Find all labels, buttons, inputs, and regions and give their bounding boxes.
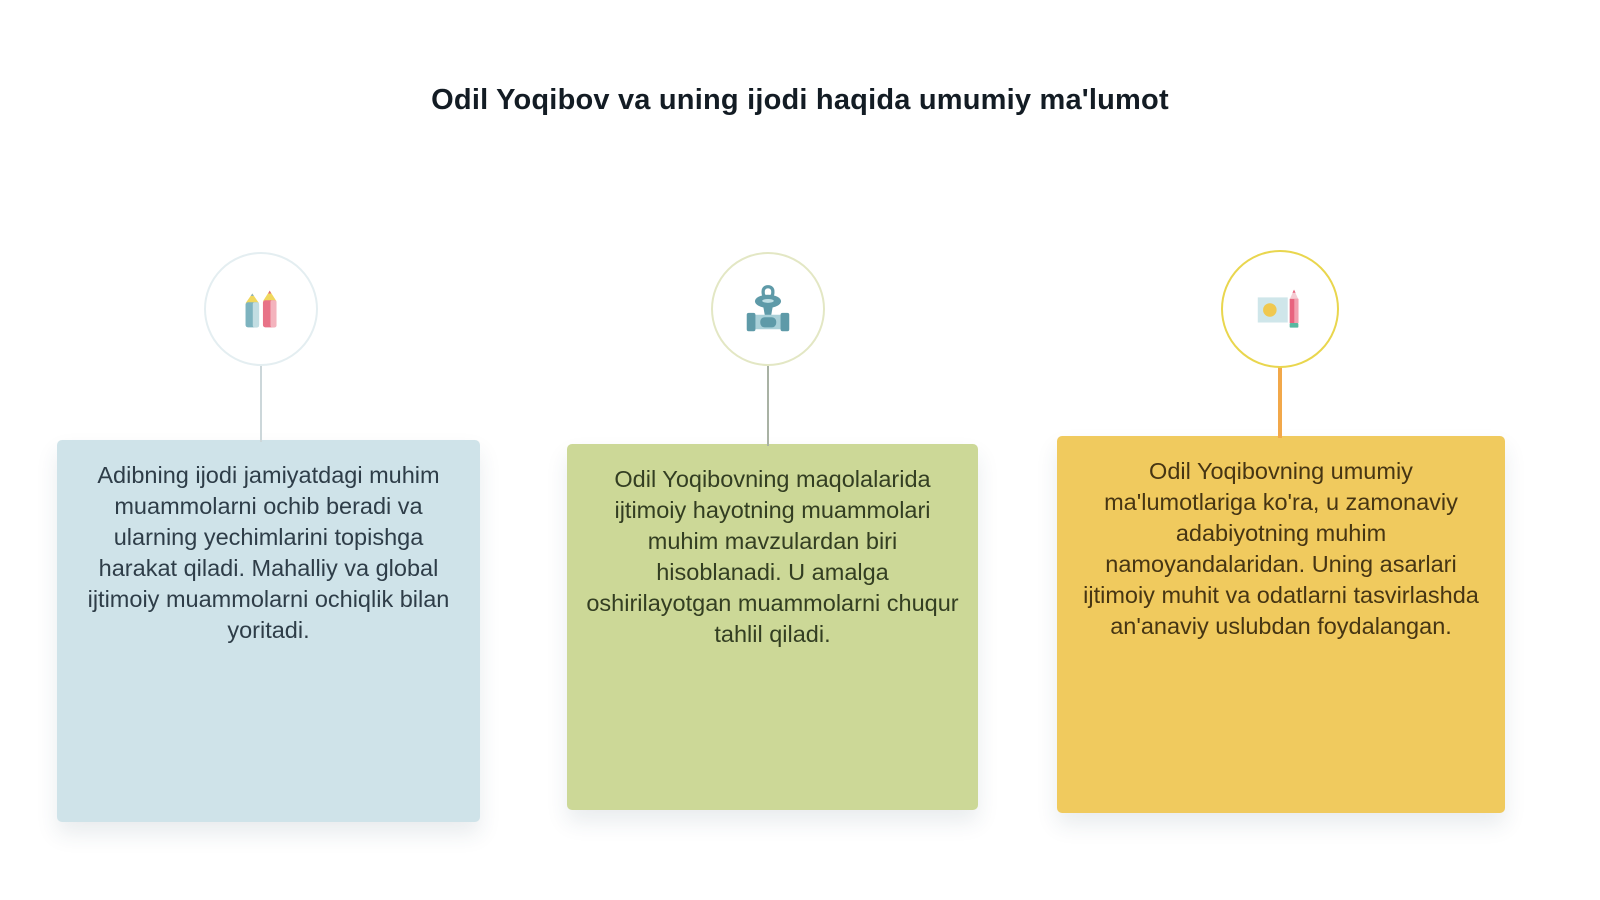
- icon-circle-1: [204, 252, 318, 366]
- connector-line-2: [767, 364, 769, 446]
- card-text-1: Adibning ijodi jamiyatdagi muhim muammol…: [87, 462, 450, 643]
- card-text-3: Odil Yoqibovning umumiy ma'lumotlariga k…: [1083, 458, 1479, 639]
- page-title: Odil Yoqibov va uning ijodi haqida umumi…: [431, 84, 1169, 116]
- connector-line-1: [260, 364, 262, 442]
- connector-line-3: [1278, 366, 1282, 438]
- icon-circle-3: [1221, 250, 1339, 368]
- card-text-2: Odil Yoqibovning maqolalarida ijtimoiy h…: [586, 466, 959, 647]
- info-card-2: Odil Yoqibovning maqolalarida ijtimoiy h…: [567, 444, 978, 810]
- water-valve-icon: [746, 285, 790, 332]
- colored-pencils-icon: [245, 290, 277, 328]
- info-card-1: Adibning ijodi jamiyatdagi muhim muammol…: [57, 440, 480, 822]
- info-card-3: Odil Yoqibovning umumiy ma'lumotlariga k…: [1057, 436, 1505, 813]
- picture-and-pencil-icon: [1257, 289, 1299, 328]
- icon-circle-2: [711, 252, 825, 366]
